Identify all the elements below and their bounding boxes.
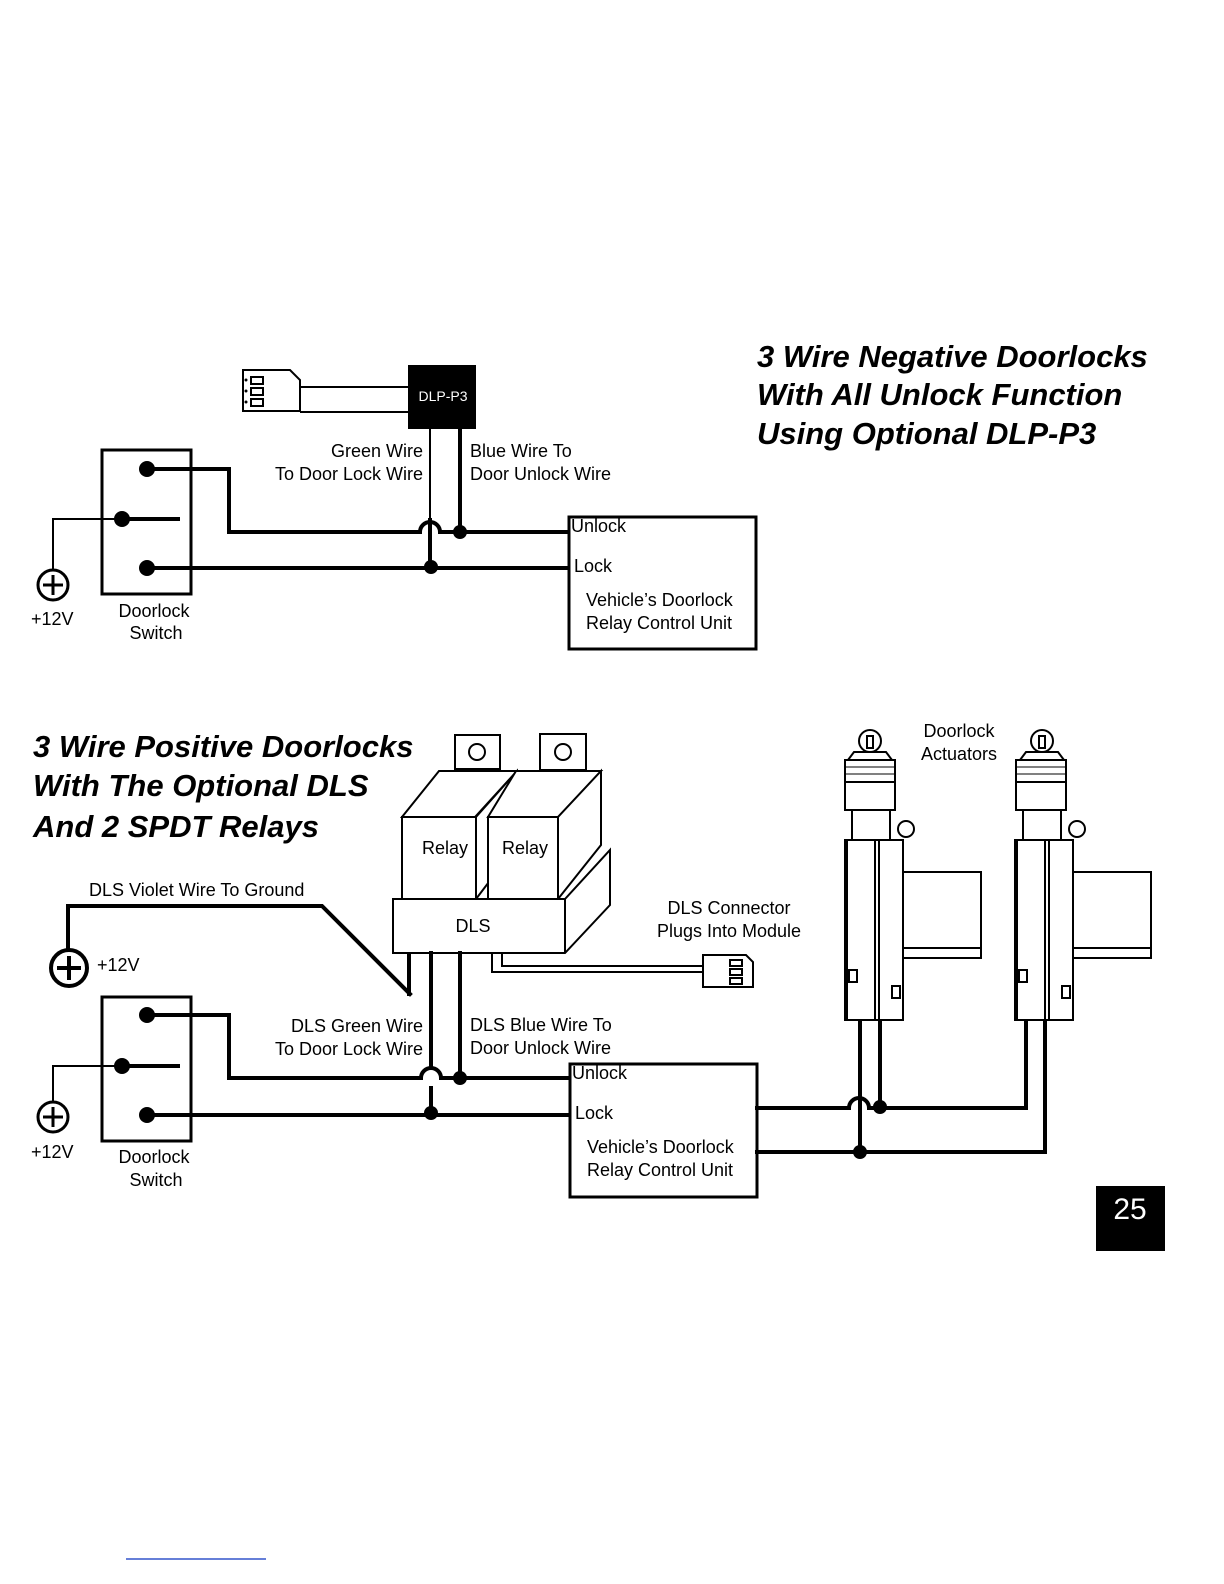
bottom-diagram: 3 Wire Positive Doorlocks With The Optio… <box>31 721 1152 1199</box>
dlp-p3-module <box>408 365 476 429</box>
relay-pair: Relay Relay <box>399 733 604 902</box>
bottom-title-line-3: And 2 SPDT Relays <box>32 809 319 844</box>
relay-control-unit <box>568 1062 759 1199</box>
bottom-title-line-1: 3 Wire Positive Doorlocks <box>33 729 413 764</box>
top-diagram: 3 Wire Negative Doorlocks With All Unloc… <box>31 339 1148 651</box>
lock-terminal-label: Lock <box>574 556 613 576</box>
bottom-title-line-2: With The Optional DLS <box>33 768 369 803</box>
dls-green-label-line-1: DLS Green Wire <box>291 1016 423 1036</box>
upper-power-label: +12V <box>97 955 140 975</box>
dls-blue-label-line-1: DLS Blue Wire To <box>470 1015 612 1035</box>
dls-connector-plug-icon <box>702 954 754 988</box>
relay-control-unit <box>567 515 758 651</box>
doorlock-actuator-2-icon <box>1014 729 1152 1021</box>
dls-blue-label-line-2: Door Unlock Wire <box>470 1038 611 1058</box>
lock-terminal-label: Lock <box>575 1103 614 1123</box>
relay-unit-label-line-1: Vehicle’s Doorlock <box>587 1137 735 1157</box>
page-number: 25 <box>1113 1193 1146 1226</box>
green-wire-label-line-2: To Door Lock Wire <box>275 464 423 484</box>
relay-2-label: Relay <box>502 838 548 858</box>
violet-wire-label: DLS Violet Wire To Ground <box>89 880 304 900</box>
blue-wire-label-line-1: Blue Wire To <box>470 441 572 461</box>
doorlock-actuator-1-icon <box>844 729 982 1021</box>
connector-label-line-1: DLS Connector <box>667 898 790 918</box>
lower-power-label: +12V <box>31 1142 74 1162</box>
actuators-label-line-1: Doorlock <box>923 721 995 741</box>
top-title-line-2: With All Unlock Function <box>757 377 1122 412</box>
actuators-label-line-2: Actuators <box>921 744 997 764</box>
page-number-badge <box>1096 1186 1165 1251</box>
top-title-line-3: Using Optional DLP-P3 <box>757 416 1096 451</box>
unlock-terminal-label: Unlock <box>572 1063 628 1083</box>
connector-label-line-2: Plugs Into Module <box>657 921 801 941</box>
green-wire-label-line-1: Green Wire <box>331 441 423 461</box>
switch-label-line-2: Switch <box>129 623 182 643</box>
switch-label-line-2: Switch <box>129 1170 182 1190</box>
switch-label-line-1: Doorlock <box>118 601 190 621</box>
relay-1-label: Relay <box>422 838 468 858</box>
dls-label: DLS <box>455 916 490 936</box>
relay-unit-label-line-2: Relay Control Unit <box>586 613 732 633</box>
top-title-line-1: 3 Wire Negative Doorlocks <box>757 339 1148 374</box>
blue-wire-label-line-2: Door Unlock Wire <box>470 464 611 484</box>
unlock-terminal-label: Unlock <box>571 516 627 536</box>
power-label: +12V <box>31 609 74 629</box>
relay-unit-label-line-2: Relay Control Unit <box>587 1160 733 1180</box>
dlp-p3-label: DLP-P3 <box>418 388 467 404</box>
switch-label-line-1: Doorlock <box>118 1147 190 1167</box>
dls-green-label-line-2: To Door Lock Wire <box>275 1039 423 1059</box>
relay-unit-label-line-1: Vehicle’s Doorlock <box>586 590 734 610</box>
dlp-connector-plug-icon <box>242 369 301 412</box>
